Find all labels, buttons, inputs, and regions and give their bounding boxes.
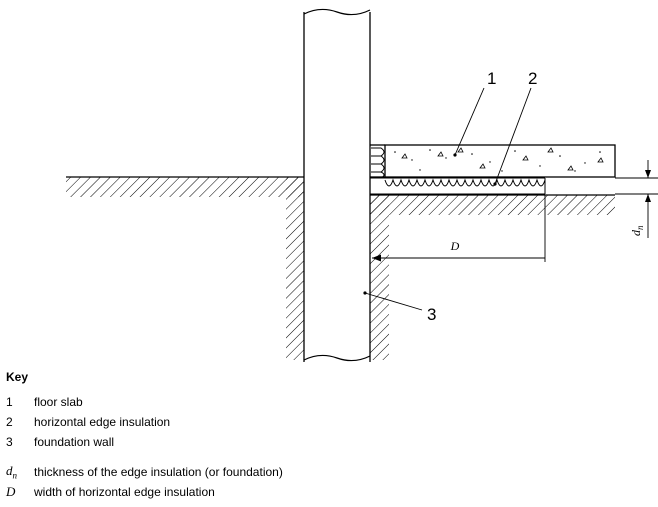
key-symbol-item: dn thickness of the edge insulation (or … [6,462,646,482]
callout-3: 3 [363,291,436,324]
key-text: thickness of the edge insulation (or fou… [34,465,283,479]
key-symbol: 1 [6,395,13,409]
key-legend: Key 1 floor slab 2 horizontal edge insul… [6,370,646,502]
callout-1-label: 1 [487,69,496,88]
key-item: 3 foundation wall [6,432,646,452]
key-item: 2 horizontal edge insulation [6,412,646,432]
floor-slab [370,144,616,178]
horizontal-edge-insulation [370,177,546,195]
foundation-wall [303,8,371,362]
vertical-edge-insulation [371,147,385,179]
key-symbol: 3 [6,435,13,449]
key-text: width of horizontal edge insulation [34,485,215,499]
callout-3-label: 3 [427,305,436,324]
ground-under-slab [370,194,615,215]
key-item: 1 floor slab [6,392,646,412]
key-symbol: D [6,484,16,499]
callout-1: 1 [453,69,496,157]
callout-2-label: 2 [528,69,537,88]
foundation-diagram: D dn 1 2 3 [66,8,658,362]
dimension-dn: dn [615,160,658,238]
key-title: Key [6,370,29,384]
dimension-D: D [372,195,546,262]
exterior-ground [66,176,304,197]
callout-2: 2 [493,69,537,186]
soil-right-of-wall [370,195,389,360]
key-symbol: 2 [6,415,13,429]
soil-left-of-wall [286,177,304,360]
key-symbol: dn [6,463,17,481]
key-text: foundation wall [34,435,115,449]
key-symbol-item: D width of horizontal edge insulation [6,482,646,502]
dim-dn-label: dn [629,225,645,236]
key-text: horizontal edge insulation [34,415,171,429]
dim-D-label: D [450,239,460,253]
key-text: floor slab [34,395,83,409]
